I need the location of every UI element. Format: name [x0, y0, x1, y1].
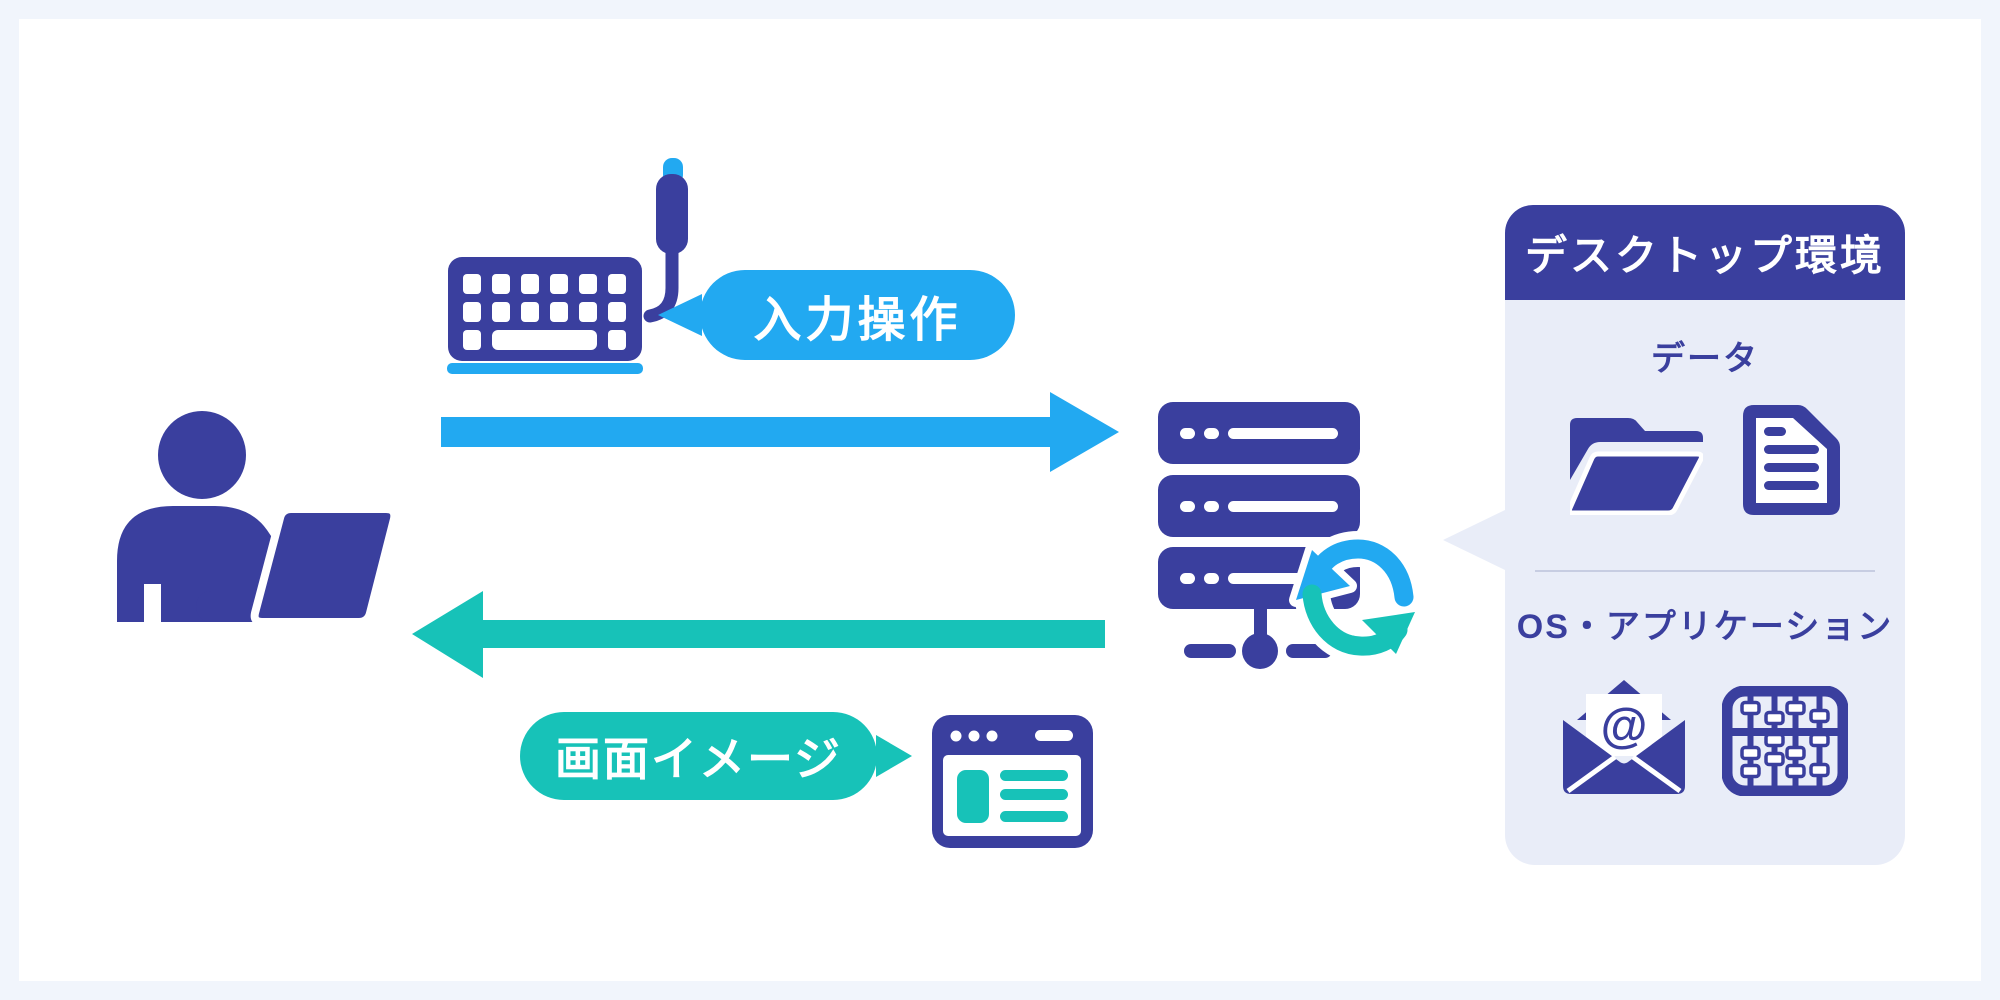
arrow-input-to-server	[441, 392, 1119, 472]
panel-divider	[1535, 570, 1875, 572]
data-section-icons	[1505, 405, 1905, 515]
browser-window-icon	[932, 715, 1093, 848]
os-application-section-label: OS・アプリケーション	[1516, 608, 1894, 646]
screen-image-label: 画面イメージ	[554, 733, 843, 785]
email-icon: @	[1562, 680, 1685, 794]
person-at-laptop-icon	[117, 411, 399, 626]
keyboard-with-cable-icon	[447, 158, 688, 374]
panel-title: デスクトップ環境	[1505, 205, 1905, 300]
document-icon	[1743, 405, 1840, 515]
input-operation-bubble: 入力操作	[658, 270, 1015, 360]
input-operation-label: 入力操作	[753, 294, 962, 347]
arrow-screen-to-user	[412, 591, 1105, 678]
sync-arrows-icon	[1289, 530, 1422, 665]
panel-pointer-triangle	[1443, 510, 1505, 570]
os-application-section-icons: @	[1505, 678, 1905, 796]
abacus-icon	[1721, 686, 1848, 796]
data-section-label: データ	[1651, 340, 1759, 378]
email-at-glyph: @	[1600, 700, 1647, 753]
bubble-tail-left	[658, 294, 702, 336]
screen-image-bubble: 画面イメージ	[520, 712, 912, 800]
desktop-environment-panel: デスクトップ環境 データ OS・アプリケーション	[1505, 205, 1905, 865]
open-folder-icon	[1570, 418, 1703, 515]
bubble-tail-right	[876, 735, 912, 777]
